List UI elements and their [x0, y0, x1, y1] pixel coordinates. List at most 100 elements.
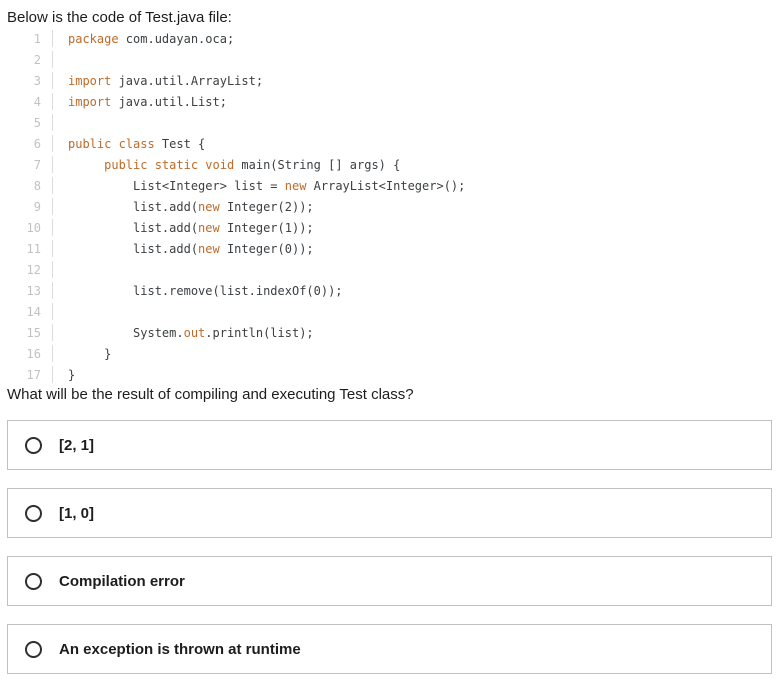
code-plain: main(String [] args) {: [234, 157, 401, 172]
code-plain: Integer(1));: [219, 220, 314, 235]
code-keyword: out: [183, 325, 206, 340]
line-separator: [52, 72, 53, 89]
line-number: 6: [33, 136, 41, 151]
line-separator: [52, 345, 53, 362]
code-keyword: public static void: [104, 157, 235, 172]
line-number: 7: [33, 157, 41, 172]
code-text: public class Test {: [68, 137, 205, 151]
code-line: 9 list.add(new Integer(2));: [7, 196, 772, 217]
line-separator: [52, 51, 53, 68]
line-separator: [52, 93, 53, 110]
code-line: 2: [7, 49, 772, 70]
code-keyword: package: [68, 31, 119, 46]
line-number: 8: [33, 178, 41, 193]
quiz-page: Below is the code of Test.java file: 1 pa…: [7, 8, 772, 674]
code-text: package com.udayan.oca;: [68, 32, 234, 46]
radio-button-icon[interactable]: [25, 504, 42, 522]
code-text: List<Integer> list = new ArrayList<Integ…: [68, 179, 465, 193]
option-label: [1, 0]: [59, 504, 95, 522]
line-number: 1: [33, 31, 41, 46]
line-number: 10: [26, 220, 41, 235]
code-plain: com.udayan.oca;: [118, 31, 235, 46]
code-plain: Integer(2));: [219, 199, 314, 214]
answer-option[interactable]: An exception is thrown at runtime: [7, 624, 772, 674]
code-line: 10 list.add(new Integer(1));: [7, 217, 772, 238]
code-plain: .println(list);: [205, 325, 314, 340]
line-number: 11: [26, 241, 41, 256]
line-separator: [52, 177, 53, 194]
question-text: What will be the result of compiling and…: [7, 386, 414, 403]
code-line: 16 }: [7, 343, 772, 364]
line-separator: [52, 261, 53, 278]
radio-button-icon[interactable]: [25, 572, 42, 590]
code-plain: Test {: [154, 136, 206, 151]
answer-option[interactable]: Compilation error: [7, 556, 772, 606]
code-line: 6 public class Test {: [7, 133, 772, 154]
line-separator: [52, 303, 53, 320]
code-keyword: import: [68, 94, 112, 109]
code-line: 1 package com.udayan.oca;: [7, 28, 772, 49]
line-separator: [52, 324, 53, 341]
line-separator: [52, 366, 53, 383]
code-text: list.add(new Integer(0));: [68, 242, 314, 256]
code-line: 14: [7, 301, 772, 322]
code-plain: list.add(: [68, 220, 199, 235]
code-plain: list.add(: [68, 199, 199, 214]
option-label: [2, 1]: [59, 436, 95, 454]
code-line: 3 import java.util.ArrayList;: [7, 70, 772, 91]
code-plain: ArrayList<Integer>();: [306, 178, 466, 193]
code-line: 12: [7, 259, 772, 280]
option-label: Compilation error: [59, 572, 185, 590]
code-block: 1 package com.udayan.oca; 2 3 import java.ut…: [7, 28, 772, 385]
code-line: 7 public static void main(String [] args…: [7, 154, 772, 175]
code-plain: java.util.List;: [111, 94, 227, 109]
line-number: 12: [26, 262, 41, 277]
code-line: 17}: [7, 364, 772, 385]
code-plain: java.util.ArrayList;: [111, 73, 264, 88]
code-keyword: new: [198, 220, 220, 235]
code-plain: System.: [68, 325, 184, 340]
code-plain: [68, 158, 104, 172]
answer-option[interactable]: [1, 0]: [7, 488, 772, 538]
code-line: 13 list.remove(list.indexOf(0));: [7, 280, 772, 301]
code-keyword: import: [68, 73, 112, 88]
line-number: 2: [33, 52, 41, 67]
line-number: 17: [26, 367, 41, 382]
code-text: list.add(new Integer(2));: [68, 200, 314, 214]
code-line: 4 import java.util.List;: [7, 91, 772, 112]
line-number: 16: [26, 346, 41, 361]
code-text: System.out.println(list);: [68, 326, 314, 340]
line-number: 15: [26, 325, 41, 340]
code-keyword: new: [198, 241, 220, 256]
answer-options: [2, 1] [1, 0] Compilation error An exceptio…: [7, 420, 772, 674]
line-separator: [52, 219, 53, 236]
code-text: import java.util.List;: [68, 95, 227, 109]
intro-text: Below is the code of Test.java file:: [7, 9, 232, 26]
code-plain: Integer(0));: [219, 241, 314, 256]
line-separator: [52, 156, 53, 173]
code-line: 15 System.out.println(list);: [7, 322, 772, 343]
line-separator: [52, 240, 53, 257]
code-text: import java.util.ArrayList;: [68, 74, 263, 88]
radio-button-icon[interactable]: [25, 640, 42, 658]
code-plain: List<Integer> list =: [68, 178, 285, 193]
line-number: 13: [26, 283, 41, 298]
answer-option[interactable]: [2, 1]: [7, 420, 772, 470]
code-keyword: public class: [68, 136, 155, 151]
code-text: public static void main(String [] args) …: [68, 158, 400, 172]
code-plain: }: [68, 367, 76, 382]
line-separator: [52, 135, 53, 152]
line-number: 3: [33, 73, 41, 88]
radio-button-icon[interactable]: [25, 436, 42, 454]
line-number: 9: [33, 199, 41, 214]
line-separator: [52, 282, 53, 299]
line-separator: [52, 30, 53, 47]
line-number: 4: [33, 94, 41, 109]
code-line: 11 list.add(new Integer(0));: [7, 238, 772, 259]
line-separator: [52, 114, 53, 131]
option-label: An exception is thrown at runtime: [59, 640, 301, 658]
code-plain: }: [68, 346, 112, 361]
code-text: }: [68, 347, 111, 361]
code-plain: list.add(: [68, 241, 199, 256]
line-number: 14: [26, 304, 41, 319]
